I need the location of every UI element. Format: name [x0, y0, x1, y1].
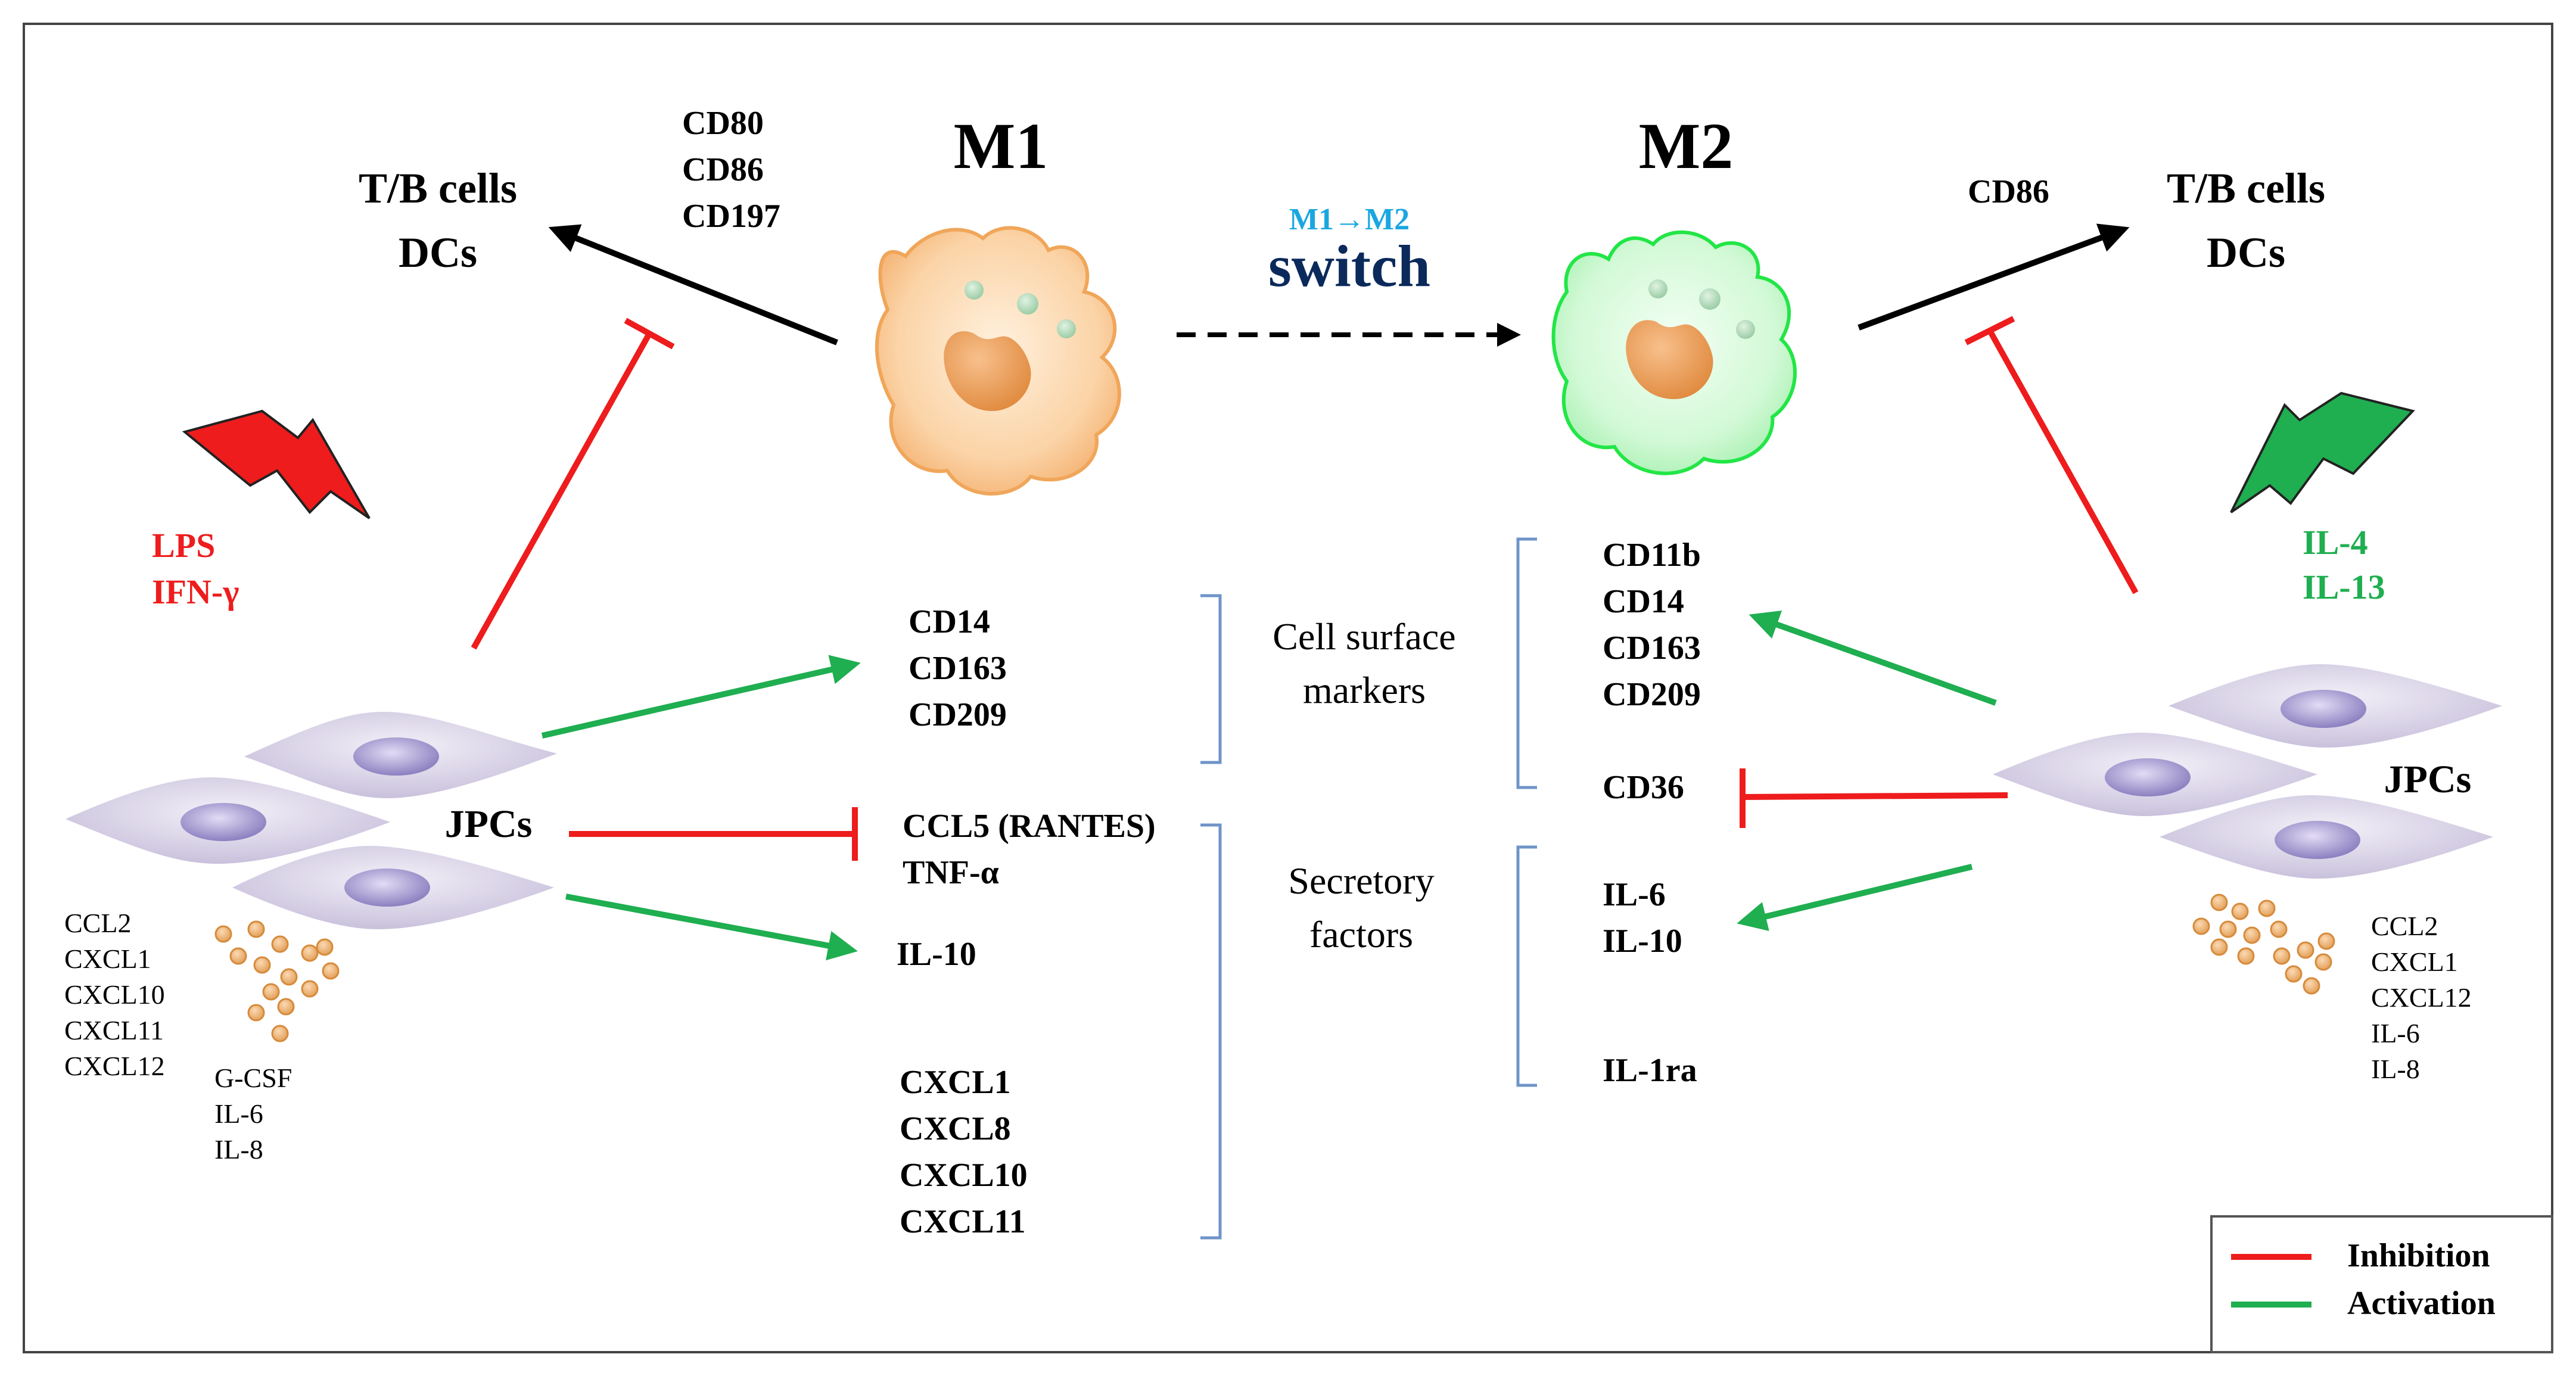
- left-target-line1: T/B cells: [359, 164, 517, 212]
- m1-surface-1: CD14: [909, 603, 990, 640]
- m1-inhibited-2: TNF-α: [903, 854, 999, 891]
- right-stimulus-1: IL-4: [2303, 523, 2368, 562]
- legend: Inhibition Activation: [2210, 1215, 2553, 1353]
- left-secreted-a-5: CXCL12: [64, 1051, 165, 1081]
- m1-title: M1: [954, 110, 1049, 182]
- m1-surface-list: CD14 CD163 CD209: [909, 603, 1007, 733]
- lps-lightning-icon: [182, 409, 371, 519]
- m2-surface-1: CD11b: [1603, 537, 1701, 574]
- right-secreted-4: IL-6: [2371, 1018, 2420, 1048]
- m2-title: M2: [1639, 110, 1734, 182]
- right-secreted-list: CCL2 CXCL1 CXCL12 IL-6 IL-8: [2371, 911, 2472, 1084]
- m1-macrophage-cell: [875, 226, 1121, 496]
- m2-surface-4: CD209: [1603, 676, 1701, 713]
- left-secretory-bracket: [1200, 823, 1222, 1240]
- secretory-title-line1: Secretory: [1288, 860, 1434, 902]
- left-secreted-list-b: G-CSF IL-6 IL-8: [214, 1063, 292, 1165]
- right-stimulus-2: IL-13: [2303, 568, 2385, 606]
- m2-macrophage-cell: [1551, 231, 1797, 475]
- il4-lightning-icon: [2230, 391, 2415, 513]
- right-target-line1: T/B cells: [2167, 164, 2325, 212]
- m2-surface-list: CD11b CD14 CD163 CD209: [1603, 537, 1701, 713]
- left-secreted-a-2: CXCL1: [64, 944, 151, 974]
- m1-marker-1: CD80: [682, 105, 764, 142]
- m1-chemokine-3: CXCL10: [900, 1157, 1028, 1194]
- secretory-title-line2: factors: [1309, 913, 1413, 955]
- right-secretion-granules: [2192, 894, 2335, 995]
- left-activation-arrow-surface: [541, 655, 861, 739]
- right-surface-bracket: [1516, 537, 1537, 789]
- m1-surface-2: CD163: [909, 650, 1007, 687]
- m1-chemokine-1: CXCL1: [900, 1064, 1011, 1101]
- left-secreted-a-4: CXCL11: [64, 1015, 164, 1045]
- m1-chemokine-4: CXCL11: [900, 1203, 1026, 1240]
- left-secreted-b-2: IL-6: [214, 1098, 263, 1129]
- right-inhibition-line: [1964, 316, 2139, 594]
- m2-other-1: IL-1ra: [1603, 1052, 1697, 1089]
- m2-secretory-list: IL-6 IL-10: [1603, 876, 1682, 960]
- m2-secretory-2: IL-10: [1603, 923, 1682, 960]
- legend-inhibition-label: Inhibition: [2347, 1237, 2490, 1274]
- figure-frame: [23, 23, 2553, 1353]
- left-jpcs-label: JPCs: [445, 802, 533, 846]
- switch-word: switch: [1268, 233, 1430, 299]
- m2-marker-1: CD86: [1968, 173, 2049, 210]
- left-jpc-cells: [66, 712, 557, 929]
- m2-surface-3: CD163: [1603, 630, 1701, 667]
- right-jpcs-label: JPCs: [2384, 758, 2472, 801]
- switch-small-label: M1→M2: [1289, 203, 1410, 236]
- left-secreted-b-3: IL-8: [214, 1134, 263, 1165]
- m2-surface-2: CD14: [1603, 583, 1684, 620]
- legend-activation-label: Activation: [2347, 1285, 2496, 1322]
- left-surface-bracket: [1200, 594, 1222, 764]
- m2-secretory-1: IL-6: [1603, 876, 1666, 913]
- left-target-line2: DCs: [399, 229, 477, 276]
- m1-chemokine-list: CXCL1 CXCL8 CXCL10 CXCL11: [900, 1064, 1028, 1240]
- right-secretory-bracket: [1516, 845, 1537, 1087]
- left-secreted-b-1: G-CSF: [214, 1063, 292, 1093]
- left-activation-arrow-il10: [565, 894, 858, 961]
- left-inhibition-arrow-ccl5: [569, 807, 858, 861]
- right-activation-arrow-surface: [1749, 610, 1997, 706]
- m1-marker-3: CD197: [682, 198, 780, 235]
- right-secreted-3: CXCL12: [2371, 982, 2472, 1013]
- right-activation-arrow-il6: [1737, 864, 1973, 931]
- left-inhibition-line: [471, 317, 675, 650]
- left-stimulus-1: LPS: [152, 526, 215, 565]
- right-jpc-cells: [1993, 664, 2502, 879]
- m1-surface-3: CD209: [909, 696, 1007, 733]
- left-stimulus-2: IFN-γ: [152, 572, 239, 611]
- right-secreted-5: IL-8: [2371, 1054, 2420, 1084]
- m1-inhibited-1: CCL5 (RANTES): [903, 808, 1156, 845]
- m1-inhibited-list: CCL5 (RANTES) TNF-α: [903, 808, 1156, 891]
- surface-title-line1: Cell surface: [1273, 615, 1455, 658]
- right-secreted-1: CCL2: [2371, 911, 2438, 941]
- m2-to-tb-arrow: [1858, 223, 2130, 331]
- left-secreted-list-a: CCL2 CXCL1 CXCL10 CXCL11 CXCL12: [64, 908, 165, 1081]
- surface-title-line2: markers: [1303, 669, 1426, 711]
- m1-marker-2: CD86: [682, 151, 764, 188]
- m1-activated-1: IL-10: [897, 936, 976, 973]
- left-secreted-a-1: CCL2: [64, 908, 131, 938]
- m2-inhibited-1: CD36: [1603, 769, 1684, 806]
- right-inhibition-arrow-cd36: [1740, 768, 2008, 828]
- right-target-line2: DCs: [2207, 229, 2285, 276]
- right-secreted-2: CXCL1: [2371, 947, 2458, 977]
- left-secretion-granules: [214, 920, 340, 1042]
- m1-chemokine-2: CXCL8: [900, 1110, 1011, 1147]
- left-secreted-a-3: CXCL10: [64, 979, 165, 1010]
- m1-to-tb-arrow: [548, 224, 838, 345]
